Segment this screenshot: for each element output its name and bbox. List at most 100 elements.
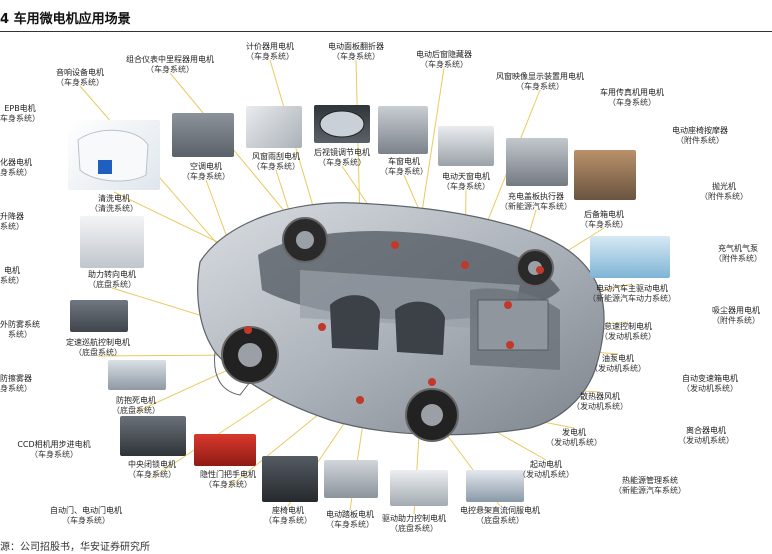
callout-name: 电动面板翻折器 xyxy=(328,42,384,51)
callout-thermal: 热能源管理系统（新能源汽车系统） xyxy=(614,476,686,496)
callout-name: EPB电机 xyxy=(4,104,36,113)
callout-name: 车用传真机用电机 xyxy=(600,88,664,97)
callout-name: 中央闭锁电机 xyxy=(128,460,176,469)
ac-motor-picture xyxy=(172,113,234,157)
callout-polish: 抛光机（附件系统） xyxy=(700,182,748,202)
title-divider xyxy=(0,31,772,32)
callout-autodoor: 自动门、电动门电机（车身系统） xyxy=(50,506,122,526)
callout-name: 怠速控制电机 xyxy=(604,322,652,331)
callout-seatmassage: 电动座椅按摩器（附件系统） xyxy=(672,126,728,146)
callout-inflator: 充气机气泵（附件系统） xyxy=(714,244,762,264)
callout-system: （新能源汽车系统） xyxy=(500,202,572,211)
callout-system: （车身系统） xyxy=(264,516,312,525)
window-switch-picture xyxy=(378,106,428,154)
callout-meter: 计价器用电机（车身系统） xyxy=(246,42,294,62)
callout-name: 清洗电机 xyxy=(98,194,130,203)
callout-system: （发动机系统） xyxy=(600,332,656,341)
callout-system: （发动机系统） xyxy=(518,470,574,479)
callout-name: 电动天窗电机 xyxy=(442,172,490,181)
callout-name: 组合仪表中里程器用电机 xyxy=(126,55,214,64)
callout-system: 系统） xyxy=(0,222,24,231)
callout-idle: 怠速控制电机（发动机系统） xyxy=(600,322,656,342)
callout-name: 后视镜调节电机 xyxy=(314,148,370,157)
central-lock-picture xyxy=(120,416,186,456)
sunroof-picture xyxy=(438,126,494,166)
callout-brakeboost: 驱动助力控制电机（底盘系统） xyxy=(382,514,446,534)
leader-line xyxy=(227,404,331,489)
callout-system: （底盘系统） xyxy=(390,524,438,533)
abs-picture xyxy=(108,360,166,390)
callout-cluster: 组合仪表中里程器用电机（车身系统） xyxy=(126,55,214,75)
door-handle-picture xyxy=(194,434,256,466)
callout-chargeport: 充电盖板执行器（新能源汽车系统） xyxy=(500,192,572,212)
callout-wiper: 风窗雨刮电机（车身系统） xyxy=(252,152,300,172)
leader-line xyxy=(79,85,241,271)
callout-name: 座椅电机 xyxy=(272,506,304,515)
callout-system: （底盘系统） xyxy=(74,348,122,357)
callout-panelflip: 电动面板翻折器（车身系统） xyxy=(328,42,384,62)
callout-name: 充电盖板执行器 xyxy=(508,192,564,201)
callout-system: （车身系统） xyxy=(146,65,194,74)
callout-name: 风窗雨刮电机 xyxy=(252,152,300,161)
callout-name: 油泵电机 xyxy=(602,354,634,363)
seat-picture xyxy=(262,456,318,502)
callout-evmain: 电动汽车主驱动电机（新能源汽车动力系统） xyxy=(588,284,676,304)
callout-system: （车身系统） xyxy=(420,60,468,69)
callout-system: （车身系统） xyxy=(62,516,110,525)
callout-name: 自动变速箱电机 xyxy=(682,374,738,383)
callout-e1: 电机系统） xyxy=(0,266,24,286)
callout-system: 车身系统） xyxy=(0,114,40,123)
callout-name: 吸尘器用电机 xyxy=(712,306,760,315)
callout-cruise: 定速巡航控制电机（底盘系统） xyxy=(66,338,130,358)
callout-starter: 起动电机（发动机系统） xyxy=(518,460,574,480)
wiper-motor-picture xyxy=(246,106,302,148)
callout-system: （车身系统） xyxy=(326,520,374,529)
callout-system: （车身系统） xyxy=(204,480,252,489)
callout-name: 电动座椅按摩器 xyxy=(672,126,728,135)
callout-sunroof: 车窗电机（车身系统） xyxy=(380,157,428,177)
callout-system: （附件系统） xyxy=(712,316,760,325)
callout-name: 助力转向电机 xyxy=(88,270,136,279)
callout-system: （车身系统） xyxy=(608,98,656,107)
pedal-picture xyxy=(324,460,378,498)
callout-hiddenhandle: 隐性门把手电机（车身系统） xyxy=(200,470,256,490)
callout-system: （车身系统） xyxy=(516,82,564,91)
callout-system: （附件系统） xyxy=(700,192,748,201)
callout-mirror: 后视镜调节电机（车身系统） xyxy=(314,148,370,168)
callout-system: （底盘系统） xyxy=(88,280,136,289)
source-note: 源：公司招股书，华安证券研究所 xyxy=(0,542,150,553)
callout-system: （发动机系统） xyxy=(682,384,738,393)
callout-system: （车身系统） xyxy=(246,52,294,61)
callout-name: 电动踏板电机 xyxy=(326,510,374,519)
charge-port-picture xyxy=(506,138,568,186)
callout-name: 隐性门把手电机 xyxy=(200,470,256,479)
callout-system: （附件系统） xyxy=(714,254,762,263)
callout-system: （发动机系统） xyxy=(590,364,646,373)
mirror-picture xyxy=(314,105,370,143)
callout-oilpump: 油泵电机（发动机系统） xyxy=(590,354,646,374)
ev-chassis-picture xyxy=(590,236,670,278)
callout-ccd: CCD相机用步进电机（车身系统） xyxy=(17,440,90,460)
callout-vacuum: 吸尘器用电机（附件系统） xyxy=(712,306,760,326)
washer-tank-picture xyxy=(68,120,160,190)
callout-name: 升降器 xyxy=(0,212,24,221)
callout-name: 后备箱电机 xyxy=(584,210,624,219)
callout-name: 散热器风机 xyxy=(580,392,620,401)
page-title: 4 车用微电机应用场景 xyxy=(0,12,131,27)
callout-system: （车身系统） xyxy=(182,172,230,181)
callout-name: 抛光机 xyxy=(712,182,736,191)
callout-name: 计价器用电机 xyxy=(246,42,294,51)
suspension-picture xyxy=(466,470,524,502)
callout-system: （发动机系统） xyxy=(572,402,628,411)
callout-system: （发动机系统） xyxy=(678,436,734,445)
brake-booster-picture xyxy=(390,470,448,506)
callout-system: （车身系统） xyxy=(380,167,428,176)
callout-purifier: 化器电机身系统） xyxy=(0,158,32,178)
callout-entertain: 音响设备电机（车身系统） xyxy=(56,68,104,88)
callout-system: （底盘系统） xyxy=(112,406,160,415)
callout-defog: 防擦雾器身系统） xyxy=(0,374,32,394)
callout-seat: 座椅电机（车身系统） xyxy=(264,506,312,526)
callout-name: CCD相机用步进电机 xyxy=(17,440,91,449)
